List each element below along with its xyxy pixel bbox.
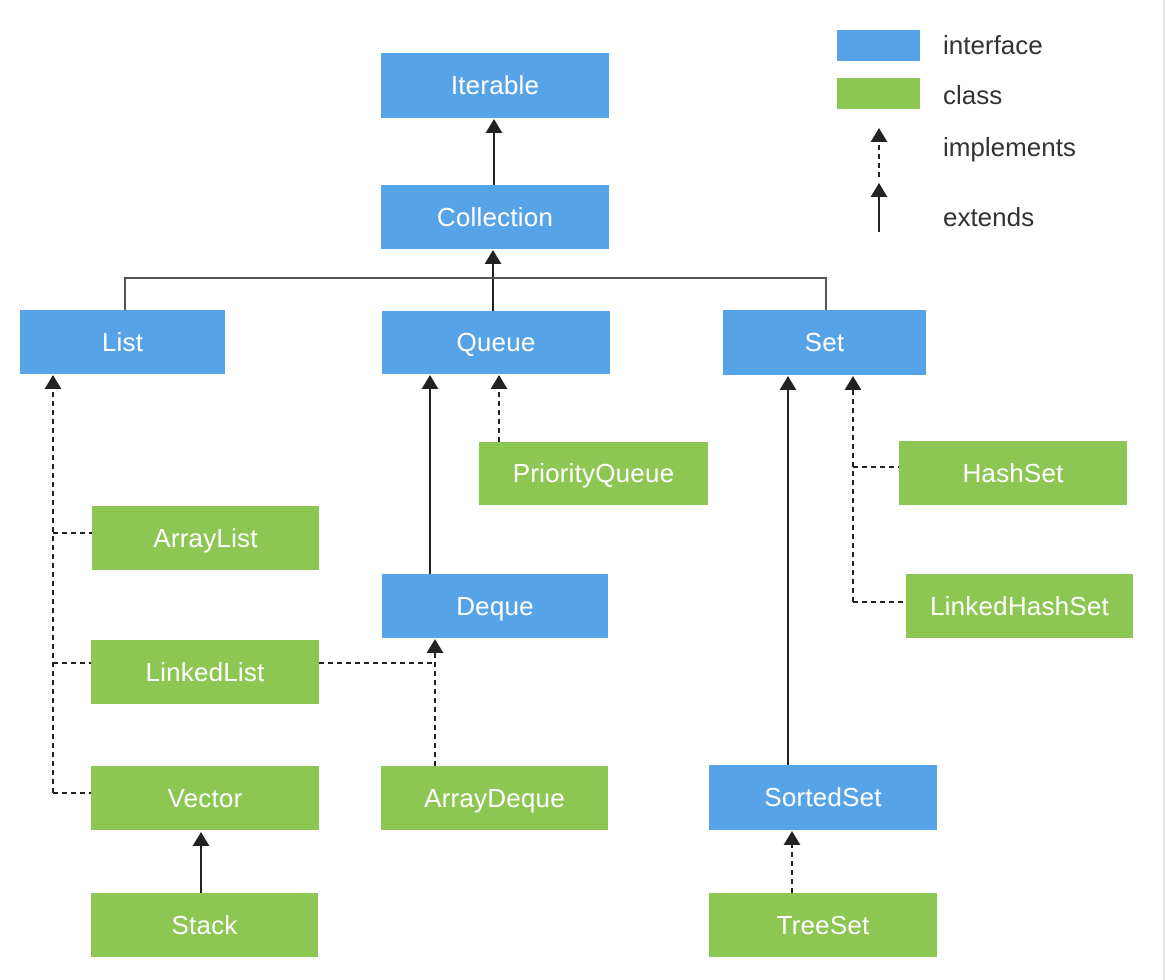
legend-interface-swatch (837, 30, 920, 61)
node-vector: Vector (91, 766, 319, 830)
node-list: List (20, 310, 225, 374)
node-priorityqueue: PriorityQueue (479, 442, 708, 505)
page-right-border (1163, 0, 1165, 980)
node-treeset: TreeSet (709, 893, 937, 957)
node-linkedhashset: LinkedHashSet (906, 574, 1133, 638)
node-sortedset: SortedSet (709, 765, 937, 830)
node-collection: Collection (381, 185, 609, 249)
legend-class-label: class (943, 80, 1003, 110)
node-linkedlist: LinkedList (91, 640, 319, 704)
node-arraylist: ArrayList (92, 506, 319, 570)
node-set: Set (723, 310, 926, 375)
node-stack: Stack (91, 893, 318, 957)
node-iterable: Iterable (381, 53, 609, 118)
edge-connector-branch-list-set (124, 277, 827, 310)
legend-interface-label: interface (943, 30, 1043, 60)
legend-class-swatch (837, 78, 920, 109)
node-queue: Queue (382, 311, 610, 374)
legend-extends-label: extends (943, 202, 1035, 232)
node-deque: Deque (382, 574, 608, 638)
node-arraydeque: ArrayDeque (381, 766, 608, 830)
node-hashset: HashSet (899, 441, 1127, 505)
legend-implements-label: implements (943, 132, 1076, 162)
